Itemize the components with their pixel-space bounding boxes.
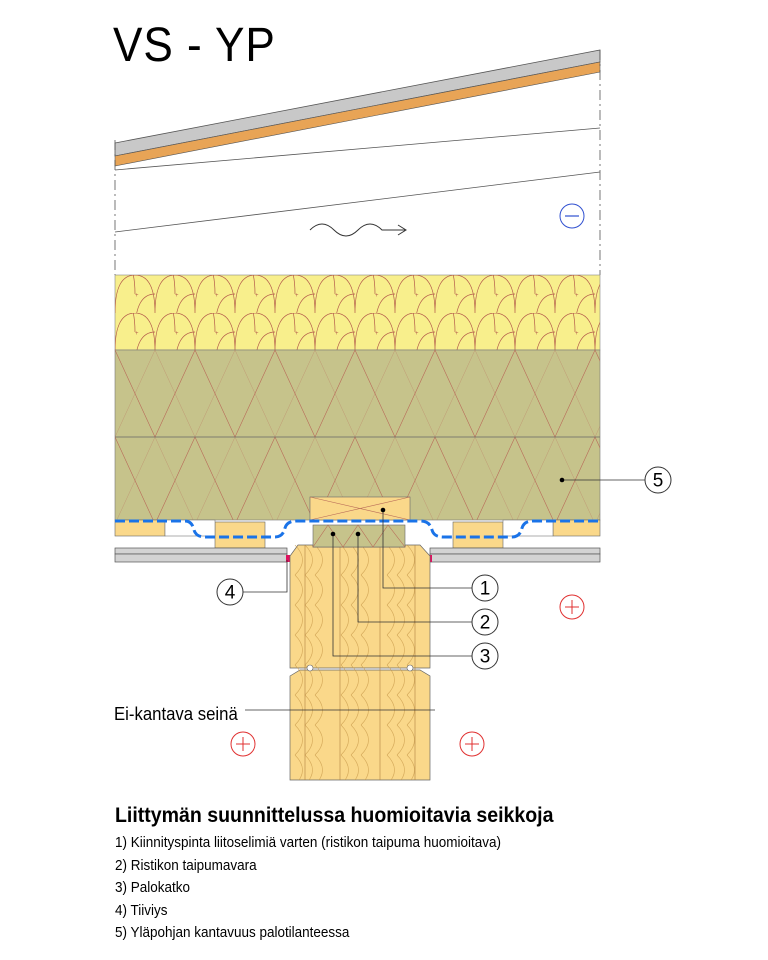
minus-pressure-icon bbox=[559, 203, 585, 229]
notes-heading: Liittymän suunnittelussa huomioitavia se… bbox=[115, 804, 554, 827]
plus-pressure-icon bbox=[230, 594, 585, 757]
note-item: 1) Kiinnityspinta liitoselimiä varten (r… bbox=[115, 835, 501, 851]
loose-fill-insulation bbox=[114, 274, 601, 351]
battens bbox=[114, 496, 601, 549]
roof-structure bbox=[114, 49, 601, 275]
note-item: 5) Yläpohjan kantavuus palotilanteessa bbox=[115, 925, 350, 941]
wood-fiber-insulation bbox=[114, 349, 601, 521]
ventilation-arrow-icon bbox=[309, 223, 407, 237]
callout-2: 2 bbox=[471, 608, 499, 636]
callout-3: 3 bbox=[471, 642, 499, 670]
wall-label: Ei-kantava seinä bbox=[114, 704, 238, 724]
note-item: 2) Ristikon taipumavara bbox=[115, 857, 257, 874]
svg-text:4: 4 bbox=[225, 583, 236, 604]
leader-lines bbox=[243, 479, 645, 711]
svg-text:5: 5 bbox=[653, 471, 664, 492]
note-item: 4) Tiiviys bbox=[115, 902, 168, 919]
svg-text:2: 2 bbox=[480, 613, 491, 634]
svg-text:1: 1 bbox=[480, 579, 491, 600]
drawing-title: VS - YP bbox=[113, 19, 276, 72]
vapour-barrier-membrane bbox=[115, 519, 600, 539]
seal-left bbox=[286, 555, 290, 562]
callout-4: 4 bbox=[216, 578, 244, 606]
non-load-bearing-wall bbox=[289, 524, 431, 781]
notes-section: Liittymän suunnittelussa huomioitavia se… bbox=[115, 804, 586, 945]
callout-5: 5 bbox=[644, 466, 672, 494]
callout-1: 1 bbox=[471, 574, 499, 602]
note-item: 3) Palokatko bbox=[115, 880, 190, 896]
svg-text:3: 3 bbox=[480, 647, 491, 668]
